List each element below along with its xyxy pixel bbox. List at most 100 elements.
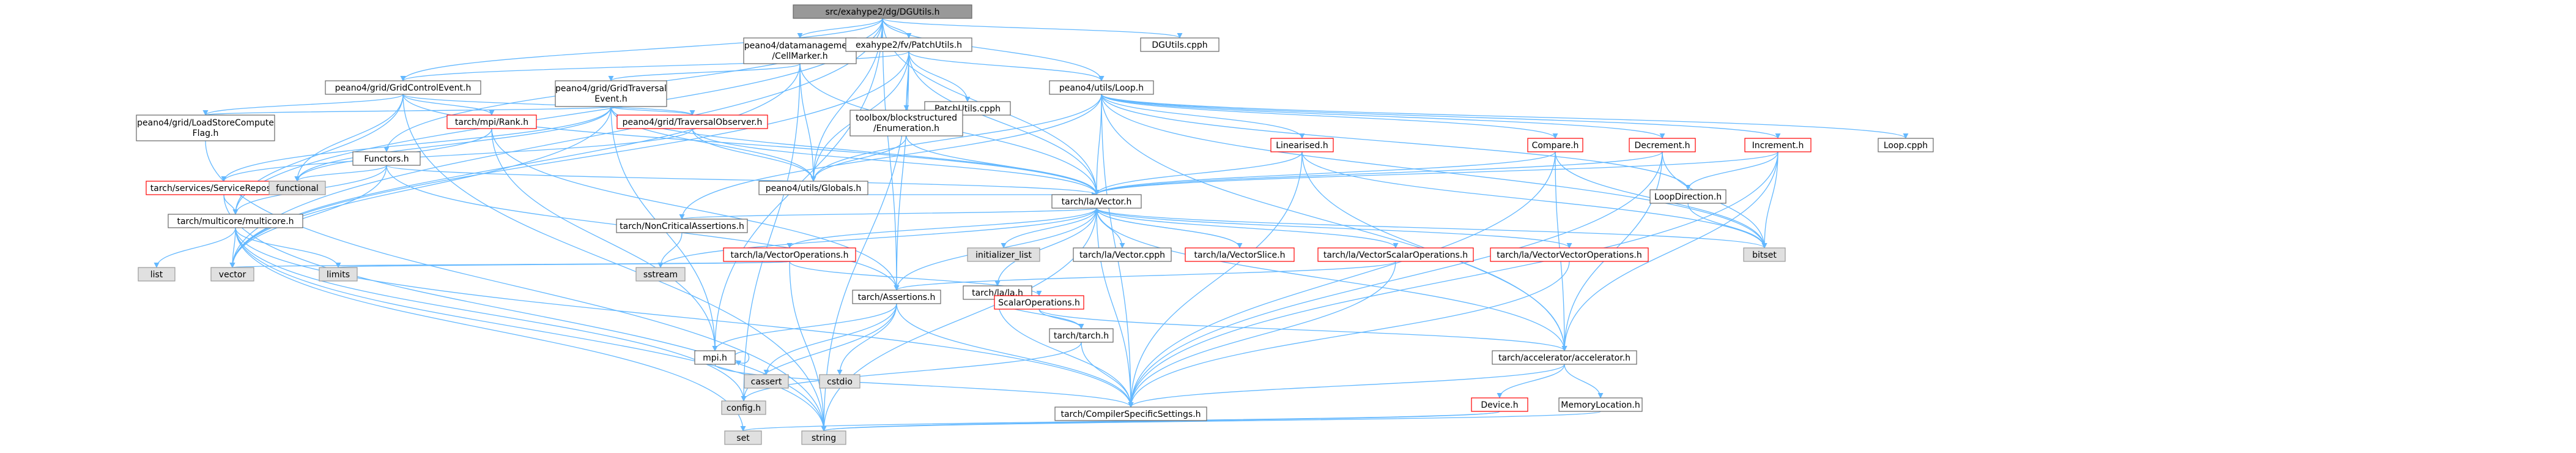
node-tarch-la-vector-h[interactable]: tarch/la/Vector.h bbox=[1051, 194, 1142, 209]
edge-n4-to-n10 bbox=[202, 94, 404, 116]
edge-n7-to-n17 bbox=[1101, 94, 1909, 139]
node-label: /Enumeration.h bbox=[873, 124, 939, 133]
node-tarch-noncriticalassertions-h[interactable]: tarch/NonCriticalAssertions.h bbox=[616, 219, 748, 233]
node-functors-h[interactable]: Functors.h bbox=[352, 151, 421, 166]
edge-n23-to-n45 bbox=[235, 227, 1134, 408]
node-label: tarch/mpi/Rank.h bbox=[455, 118, 528, 127]
edge-n7-to-n15 bbox=[1101, 94, 1665, 139]
node-peano4-utils-globals-h[interactable]: peano4/utils/Globals.h bbox=[758, 181, 868, 195]
node-label: tarch/la/VectorOperations.h bbox=[731, 250, 849, 260]
node-tarch-la-vectorvectoroperations-h[interactable]: tarch/la/VectorVectorOperations.h bbox=[1490, 247, 1649, 262]
node-peano4-datamanagement-cellmarker-h[interactable]: peano4/datamanagement/CellMarker.h bbox=[743, 37, 857, 64]
edge-n38-to-n43 bbox=[1038, 309, 1567, 351]
edge-n47-to-n49 bbox=[821, 411, 1601, 432]
node-tarch-la-vectoroperations-h[interactable]: tarch/la/VectorOperations.h bbox=[723, 247, 856, 262]
node-tarch-la-vectorslice-h[interactable]: tarch/la/VectorSlice.h bbox=[1185, 247, 1295, 262]
edge-n0-to-n2 bbox=[882, 18, 912, 39]
edge-n2-to-n7 bbox=[908, 51, 1105, 81]
node-label: Flag.h bbox=[193, 129, 219, 138]
node-tarch-assertions-h[interactable]: tarch/Assertions.h bbox=[852, 290, 941, 304]
node-box bbox=[1049, 80, 1154, 95]
edge-n16-to-n21 bbox=[1094, 151, 1778, 195]
node-tarch-la-vectorscalaroperations-h[interactable]: tarch/la/VectorScalarOperations.h bbox=[1317, 247, 1474, 262]
node-device-h[interactable]: Device.h bbox=[1471, 397, 1528, 412]
node-box bbox=[1527, 138, 1583, 152]
edge-n39-to-n44 bbox=[741, 342, 1082, 402]
node-tarch-multicore-multicore-h[interactable]: tarch/multicore/multicore.h bbox=[168, 214, 303, 228]
node-label: config.h bbox=[727, 403, 761, 413]
node-compare-h[interactable]: Compare.h bbox=[1527, 138, 1583, 152]
edge-n43-to-n45 bbox=[1128, 364, 1565, 408]
node-config-h: config.h bbox=[721, 400, 766, 415]
node-label: exahype2/fv/PatchUtils.h bbox=[856, 40, 962, 50]
edge-n21-to-n24 bbox=[679, 208, 1097, 220]
node-label: tarch/la/VectorSlice.h bbox=[1194, 250, 1286, 260]
edge-n7-to-n24 bbox=[679, 94, 1102, 220]
edge-n1-to-n5 bbox=[608, 63, 801, 81]
node-mpi-h[interactable]: mpi.h bbox=[694, 350, 736, 365]
node-label: tarch/la/Vector.h bbox=[1062, 197, 1132, 207]
node-tarch-services-servicerepository-h[interactable]: tarch/services/ServiceRepository.h bbox=[146, 181, 302, 195]
edges-layer bbox=[154, 18, 1909, 432]
edge-n7-to-n16 bbox=[1101, 94, 1781, 139]
node-tarch-compilerspecificsettings-h[interactable]: tarch/CompilerSpecificSettings.h bbox=[1054, 406, 1207, 421]
edge-n21-to-n45 bbox=[1096, 208, 1134, 408]
node-box bbox=[723, 247, 856, 262]
node-box bbox=[758, 181, 868, 195]
edge-n13-to-n31 bbox=[1301, 151, 1767, 249]
node-cassert: cassert bbox=[744, 374, 789, 389]
node-box bbox=[849, 110, 963, 137]
node-toolbox-blockstructured-enumeration-h[interactable]: toolbox/blockstructured/Enumeration.h bbox=[849, 110, 963, 137]
node-scalaroperations-h[interactable]: ScalarOperations.h bbox=[994, 295, 1084, 310]
node-peano4-utils-loop-h[interactable]: peano4/utils/Loop.h bbox=[1049, 80, 1154, 95]
node-tarch-accelerator-accelerator-h[interactable]: tarch/accelerator/accelerator.h bbox=[1492, 350, 1637, 365]
node-increment-h[interactable]: Increment.h bbox=[1744, 138, 1812, 152]
edge-n40-to-n45 bbox=[714, 364, 1134, 408]
node-loop-cpph[interactable]: Loop.cpph bbox=[1878, 138, 1934, 152]
edge-n5-to-n10 bbox=[203, 106, 612, 116]
node-box bbox=[724, 430, 762, 445]
edge-n7-to-n20 bbox=[810, 94, 1102, 182]
node-linearised-h[interactable]: Linearised.h bbox=[1270, 138, 1334, 152]
node-label: peano4/grid/LoadStoreCompute bbox=[137, 118, 274, 128]
node-peano4-grid-traversalobserver-h[interactable]: peano4/grid/TraversalObserver.h bbox=[616, 114, 768, 129]
node-label: toolbox/blockstructured bbox=[856, 113, 957, 123]
node-label: Device.h bbox=[1481, 400, 1518, 410]
edge-n43-to-n46 bbox=[1497, 364, 1565, 399]
node-tarch-mpi-rank-h[interactable]: tarch/mpi/Rank.h bbox=[446, 114, 537, 129]
node-label: /CellMarker.h bbox=[772, 51, 827, 61]
edge-n11-to-n36 bbox=[491, 128, 900, 291]
node-peano4-grid-gridcontrolevent-h[interactable]: peano4/grid/GridControlEvent.h bbox=[325, 80, 481, 95]
node-label: Decrement.h bbox=[1634, 141, 1690, 151]
edge-n22-to-n31 bbox=[1687, 203, 1767, 249]
node-box bbox=[168, 214, 303, 228]
node-initializer-list: initializer_list bbox=[967, 247, 1040, 262]
node-box bbox=[793, 4, 972, 19]
node-exahype2-fv-patchutils-h[interactable]: exahype2/fv/PatchUtils.h bbox=[845, 37, 972, 52]
node-memorylocation-h[interactable]: MemoryLocation.h bbox=[1558, 397, 1643, 412]
node-src-exahype2-dg-dgutils-h[interactable]: src/exahype2/dg/DGUtils.h bbox=[793, 4, 972, 19]
node-label: set bbox=[736, 433, 750, 443]
edge-n8-to-n21 bbox=[906, 135, 1100, 195]
node-sstream: sstream bbox=[635, 267, 686, 282]
node-box bbox=[801, 430, 846, 445]
node-set: set bbox=[724, 430, 762, 445]
node-dgutils-cpph[interactable]: DGUtils.cpph bbox=[1140, 37, 1220, 52]
edge-n21-to-n29 bbox=[1096, 208, 1399, 249]
node-label: tarch/la/VectorScalarOperations.h bbox=[1323, 250, 1468, 260]
edge-n23-to-n32 bbox=[154, 227, 236, 268]
node-label: sstream bbox=[643, 270, 678, 280]
node-decrement-h[interactable]: Decrement.h bbox=[1629, 138, 1696, 152]
node-box bbox=[1073, 247, 1172, 262]
node-box bbox=[1054, 406, 1207, 421]
node-tarch-la-vector-cpph[interactable]: tarch/la/Vector.cpph bbox=[1073, 247, 1172, 262]
node-label: initializer_list bbox=[975, 250, 1032, 260]
node-tarch-tarch-h[interactable]: tarch/tarch.h bbox=[1049, 328, 1114, 343]
node-label: DGUtils.cpph bbox=[1152, 40, 1207, 50]
node-box bbox=[616, 114, 768, 129]
edge-n7-to-n13 bbox=[1101, 94, 1305, 139]
node-loopdirection-h[interactable]: LoopDirection.h bbox=[1649, 189, 1727, 204]
edge-n4-to-n49 bbox=[402, 94, 827, 432]
